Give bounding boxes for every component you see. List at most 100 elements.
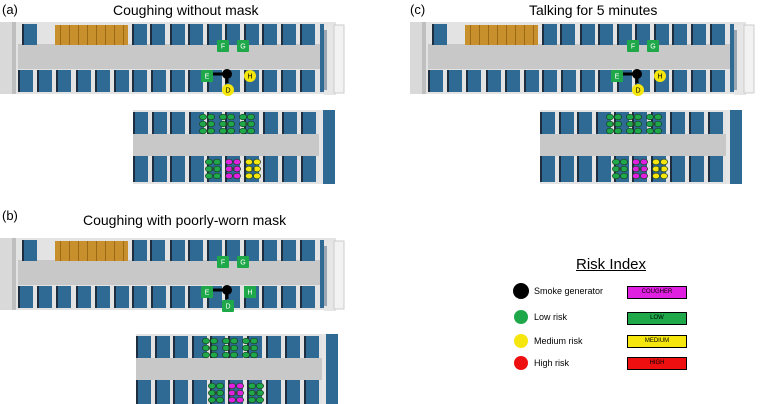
marker-label-e: E — [205, 74, 210, 81]
seat-bottom-14 — [281, 286, 296, 308]
seat-bottom-2 — [56, 70, 71, 92]
legend-badge-high: HIGH — [627, 357, 687, 370]
zoom-aisle — [136, 358, 326, 380]
panel-c-title: Talking for 5 minutes — [529, 2, 658, 18]
zoom-seat-bottom-0 — [540, 156, 555, 182]
occupant-cluster-3 — [205, 158, 221, 180]
marker-g — [237, 40, 249, 52]
zoom-seat-top-1 — [155, 336, 170, 358]
seat-bottom-9 — [598, 70, 613, 92]
panel-b-label: (b) — [2, 208, 18, 223]
occupant-cluster-1 — [626, 113, 642, 135]
zoom-seat-bottom-9 — [304, 380, 319, 404]
seat-top-6 — [635, 24, 650, 45]
zoom-seat-bottom-0 — [136, 380, 151, 404]
seat-bottom-9 — [188, 286, 203, 308]
seat-bottom-1 — [447, 70, 462, 92]
marker-label-f: F — [221, 44, 225, 51]
cabin-zoom-b — [136, 334, 338, 404]
zoom-seat-top-2 — [577, 112, 592, 134]
cabin-end-left — [0, 22, 12, 94]
zoom-seat-top-1 — [559, 112, 574, 134]
occupant-cluster-0 — [202, 337, 218, 359]
smoke-generator-icon — [222, 69, 232, 79]
marker-d — [222, 84, 234, 96]
legend-high-risk-icon — [514, 356, 528, 370]
seat-top-3 — [170, 24, 185, 45]
seat-bottom-2 — [466, 70, 481, 92]
seat-top-0 — [432, 24, 447, 45]
legend-badge-medium: MEDIUM — [627, 335, 687, 348]
cabin-aisle — [428, 44, 734, 69]
seat-top-1 — [542, 24, 557, 45]
seat-top-3 — [580, 24, 595, 45]
seat-bottom-1 — [37, 70, 52, 92]
seat-bottom-13 — [262, 70, 277, 92]
occupant-cluster-1 — [222, 337, 238, 359]
seat-bottom-6 — [132, 70, 147, 92]
seat-top-6 — [225, 240, 240, 261]
seat-bottom-8 — [170, 286, 185, 308]
marker-g — [647, 40, 659, 52]
occupant-cluster-4 — [225, 158, 241, 180]
seat-bottom-3 — [76, 286, 91, 308]
seat-bottom-8 — [580, 70, 595, 92]
legend-low-risk-icon — [514, 310, 528, 324]
seat-top-9 — [691, 24, 706, 45]
seat-top-8 — [672, 24, 687, 45]
occupant-cluster-3 — [612, 158, 628, 180]
panel-a-label: (a) — [2, 2, 18, 17]
legend-label-low-risk: Low risk — [534, 312, 568, 322]
partition — [320, 240, 324, 308]
seat-bottom-2 — [56, 286, 71, 308]
marker-e — [611, 70, 623, 82]
seat-top-2 — [150, 24, 165, 45]
marker-h — [654, 70, 666, 82]
occupant-cluster-5 — [248, 382, 264, 404]
seat-top-4 — [188, 240, 203, 261]
seat-top-9 — [281, 24, 296, 45]
zoom-seat-top-1 — [152, 112, 167, 134]
zoom-seat-top-2 — [173, 336, 188, 358]
seat-top-1 — [132, 24, 147, 45]
seat-bottom-14 — [691, 70, 706, 92]
seat-bottom-1 — [37, 286, 52, 308]
cabin-aisle — [18, 44, 324, 69]
occupant-cluster-2 — [239, 113, 255, 135]
seat-bottom-3 — [486, 70, 501, 92]
seat-bottom-7 — [561, 70, 576, 92]
marker-label-g: G — [240, 44, 245, 51]
marker-label-h: H — [657, 74, 662, 81]
zoom-seat-top-7 — [263, 112, 278, 134]
marker-g — [237, 256, 249, 268]
seat-bottom-9 — [188, 70, 203, 92]
zoom-partition — [326, 334, 338, 404]
seat-bottom-5 — [524, 70, 539, 92]
seat-top-2 — [150, 240, 165, 261]
occupant-cluster-4 — [228, 382, 244, 404]
zoom-seat-bottom-9 — [708, 156, 723, 182]
zoom-seat-top-9 — [304, 336, 319, 358]
zoom-seat-bottom-0 — [133, 156, 148, 182]
marker-label-h: H — [247, 74, 252, 81]
seat-top-6 — [225, 24, 240, 45]
marker-label-f: F — [221, 260, 225, 267]
zoom-seat-top-0 — [540, 112, 555, 134]
seat-top-8 — [262, 24, 277, 45]
seat-top-5 — [617, 24, 632, 45]
marker-label-e: E — [205, 290, 210, 297]
zoom-partition — [730, 110, 742, 184]
seat-bottom-7 — [151, 70, 166, 92]
panel-a-title: Coughing without mask — [113, 2, 259, 18]
seat-top-8 — [262, 240, 277, 261]
seat-top-0 — [22, 240, 37, 261]
smoke-generator-icon — [632, 69, 642, 79]
seat-bottom-5 — [114, 286, 129, 308]
cabin-zoom-a — [133, 110, 335, 184]
zoom-seat-bottom-8 — [285, 380, 300, 404]
occupant-cluster-1 — [219, 113, 235, 135]
panel-b-title: Coughing with poorly-worn mask — [83, 212, 287, 228]
seat-top-4 — [188, 24, 203, 45]
